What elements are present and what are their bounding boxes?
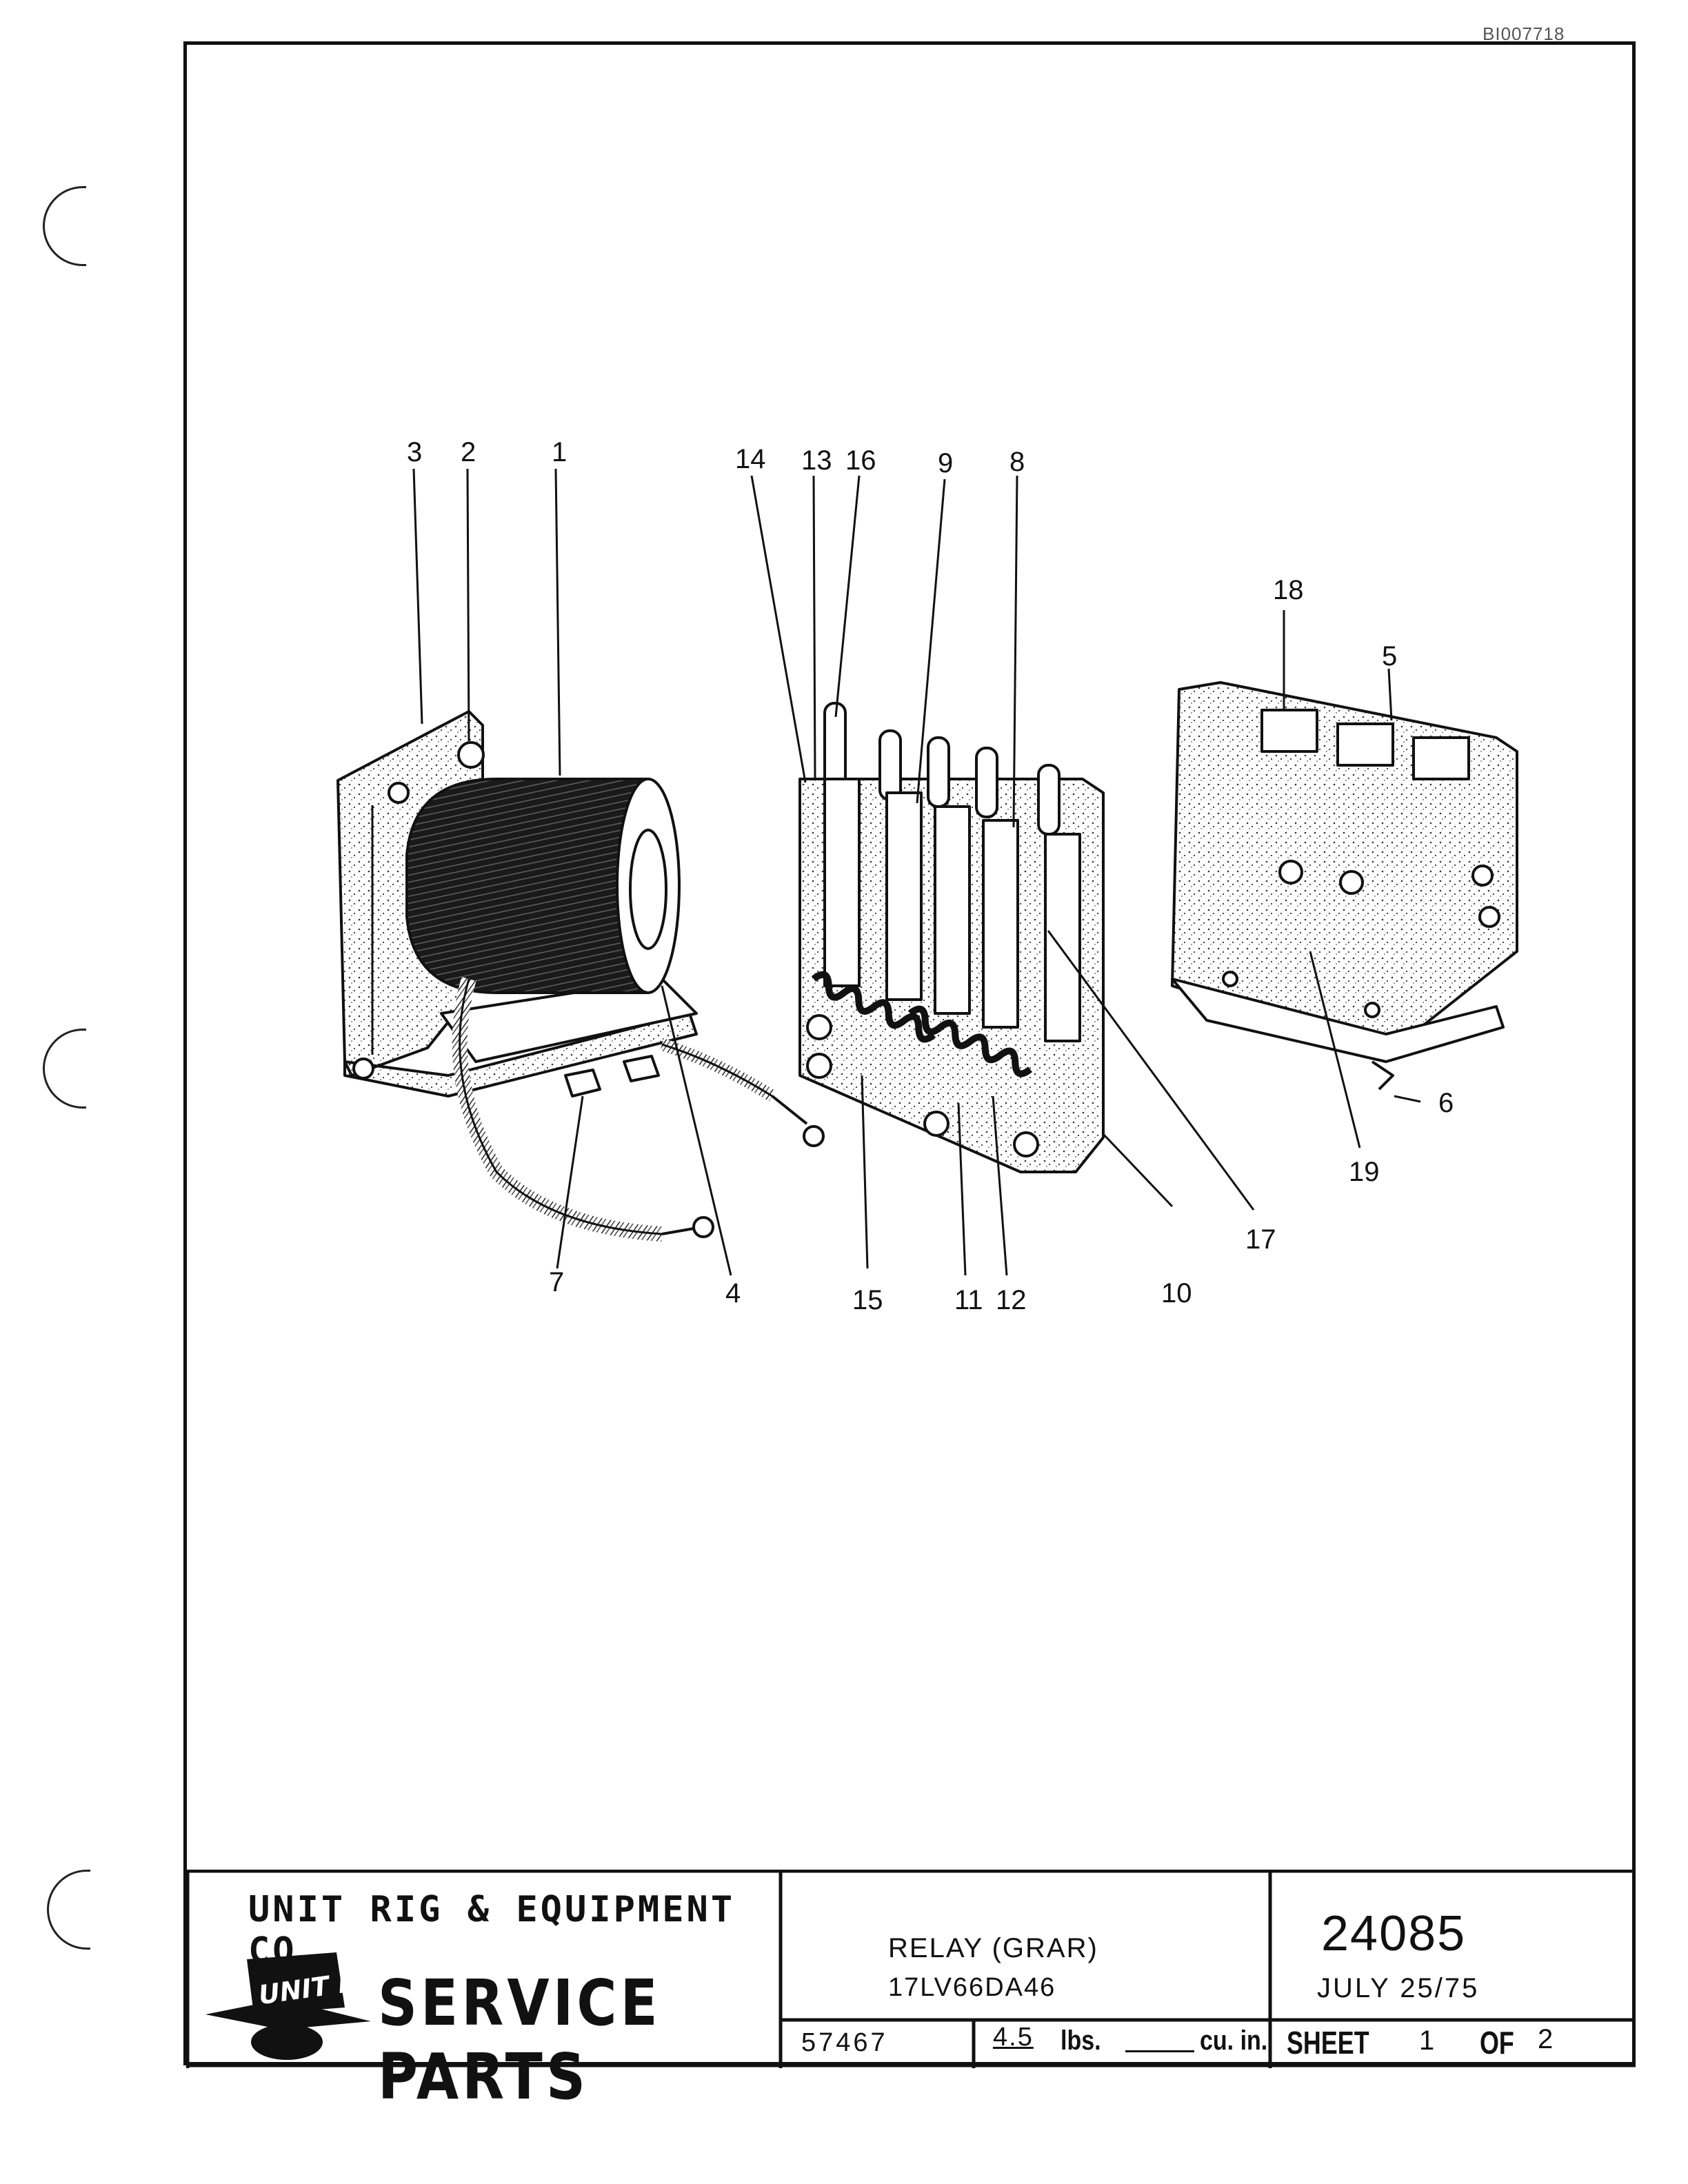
callout-7: 7 (549, 1267, 565, 1297)
part-name: RELAY (GRAR) (888, 1933, 1098, 1963)
volume-unit: cu. in. (1200, 2025, 1268, 2056)
callout-15: 15 (852, 1285, 883, 1315)
weight-unit: lbs. (1061, 2025, 1101, 2056)
callout-18: 18 (1273, 575, 1304, 605)
sheet-label: SHEET (1287, 2025, 1369, 2061)
drawing-number: 24085 (1321, 1906, 1467, 1961)
callout-13: 13 (801, 445, 832, 476)
volume-blank (1125, 2050, 1194, 2052)
callout-10: 10 (1161, 1278, 1192, 1308)
callout-9: 9 (938, 448, 954, 478)
callout-8: 8 (1009, 447, 1025, 477)
punch-hole-bottom (47, 1870, 90, 1950)
title-block: UNIT RIG & EQUIPMENT CO. UNIT RIG SERVIC… (186, 1870, 1636, 2114)
callout-12: 12 (996, 1285, 1027, 1315)
callout-19: 19 (1349, 1157, 1380, 1187)
title-block-grid (186, 1870, 1636, 2068)
callout-17: 17 (1245, 1224, 1276, 1255)
sheet-number: 1 (1419, 2025, 1435, 2056)
code-number: 57467 (801, 2028, 888, 2057)
callout-11: 11 (954, 1285, 983, 1315)
coil-assembly (336, 710, 825, 1242)
sheet-total: 2 (1538, 2024, 1554, 2054)
contact-block (798, 702, 1105, 1173)
callout-3: 3 (407, 437, 423, 467)
unit-rig-logo: UNIT RIG (205, 1952, 378, 2060)
service-parts-title: SERVICE PARTS (378, 1966, 661, 2114)
callout-2: 2 (461, 437, 476, 467)
drawing-date: JULY 25/75 (1317, 1973, 1480, 2003)
callout-1: 1 (552, 437, 567, 467)
callout-16: 16 (845, 445, 876, 476)
callout-6: 6 (1438, 1088, 1454, 1118)
company-cell: UNIT RIG & EQUIPMENT CO. UNIT RIG SERVIC… (186, 1870, 781, 2114)
weight-value: 4.5 (993, 2023, 1034, 2052)
company-name: UNIT RIG & EQUIPMENT CO. (248, 1889, 736, 1972)
document-id: BI007718 (1483, 23, 1565, 44)
leader-lines (412, 468, 1421, 1276)
callout-14: 14 (735, 444, 766, 474)
part-number: 17LV66DA46 (888, 1973, 1056, 2002)
callout-4: 4 (725, 1278, 741, 1308)
relay-base (1171, 681, 1518, 1091)
relay-exploded-view (336, 468, 1518, 1276)
of-label: OF (1480, 2025, 1514, 2061)
callout-5: 5 (1382, 641, 1398, 671)
